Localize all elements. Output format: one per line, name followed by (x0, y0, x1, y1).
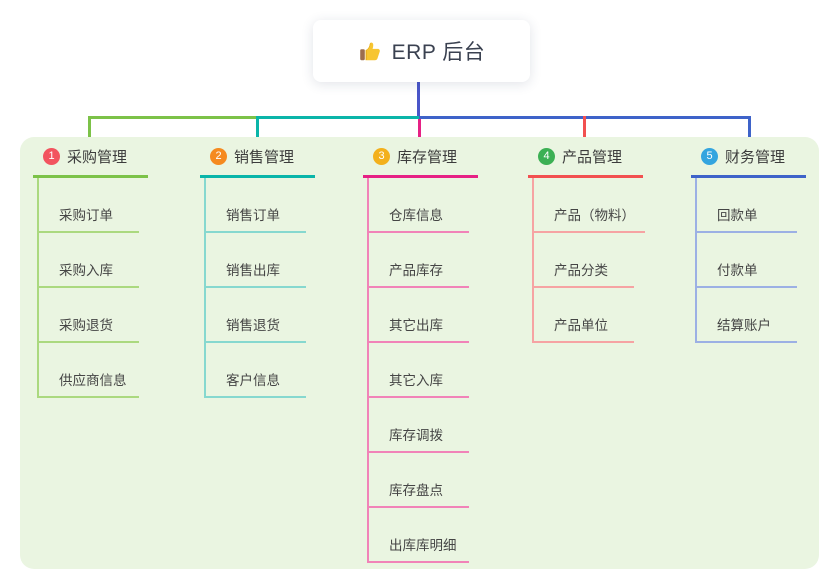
branch-header-sales[interactable]: 2 销售管理 (200, 146, 315, 178)
branch-drop-line-4 (583, 116, 586, 150)
child-node[interactable]: 采购入库 (39, 233, 139, 288)
branch-number-badge: 2 (210, 148, 227, 165)
branch-header-purchase[interactable]: 1 采购管理 (33, 146, 148, 178)
root-connector-line (417, 82, 420, 119)
branch-children: 采购订单 采购入库 采购退货 供应商信息 (37, 178, 139, 398)
branch-header-inventory[interactable]: 3 库存管理 (363, 146, 478, 178)
branch-label: 库存管理 (397, 149, 458, 166)
branch-label: 财务管理 (725, 149, 786, 166)
child-node[interactable]: 客户信息 (206, 343, 306, 398)
branch-drop-line-1 (88, 116, 91, 150)
child-node[interactable]: 仓库信息 (369, 178, 469, 233)
child-node[interactable]: 库存调拨 (369, 398, 469, 453)
branch-children: 销售订单 销售出库 销售退货 客户信息 (204, 178, 306, 398)
child-node[interactable]: 供应商信息 (39, 343, 139, 398)
branch-purchase: 1 采购管理 采购订单 采购入库 采购退货 供应商信息 (33, 146, 148, 398)
branch-inventory: 3 库存管理 仓库信息 产品库存 其它出库 其它入库 库存调拨 库存盘点 出库库… (363, 146, 478, 563)
branch-children: 产品（物料） 产品分类 产品单位 (532, 178, 645, 343)
child-node[interactable]: 产品（物料） (534, 178, 645, 233)
root-node[interactable]: ERP 后台 (313, 20, 530, 82)
child-node[interactable]: 结算账户 (697, 288, 797, 343)
branch-number-badge: 5 (701, 148, 718, 165)
branch-label: 采购管理 (67, 149, 128, 166)
branch-sales: 2 销售管理 销售订单 销售出库 销售退货 客户信息 (200, 146, 315, 398)
child-node[interactable]: 付款单 (697, 233, 797, 288)
branch-product: 4 产品管理 产品（物料） 产品分类 产品单位 (528, 146, 645, 343)
branch-number-badge: 1 (43, 148, 60, 165)
child-node[interactable]: 其它入库 (369, 343, 469, 398)
branch-drop-line-2 (256, 116, 259, 150)
child-node[interactable]: 产品单位 (534, 288, 634, 343)
branch-header-product[interactable]: 4 产品管理 (528, 146, 643, 178)
branch-label: 销售管理 (234, 149, 295, 166)
child-node[interactable]: 采购退货 (39, 288, 139, 343)
child-node[interactable]: 采购订单 (39, 178, 139, 233)
child-node[interactable]: 产品库存 (369, 233, 469, 288)
child-node[interactable]: 产品分类 (534, 233, 634, 288)
child-node[interactable]: 销售出库 (206, 233, 306, 288)
branch-children: 回款单 付款单 结算账户 (695, 178, 797, 343)
branch-finance: 5 财务管理 回款单 付款单 结算账户 (691, 146, 806, 343)
branch-number-badge: 4 (538, 148, 555, 165)
branch-children: 仓库信息 产品库存 其它出库 其它入库 库存调拨 库存盘点 出库库明细 (367, 178, 469, 563)
branch-drop-line-3 (418, 119, 421, 150)
root-title: ERP 后台 (391, 41, 486, 64)
connector-segment-green (88, 116, 259, 119)
branches-panel (20, 137, 819, 569)
branch-label: 产品管理 (562, 149, 623, 166)
branch-drop-line-5 (748, 116, 751, 150)
child-node[interactable]: 库存盘点 (369, 453, 469, 508)
child-node[interactable]: 出库库明细 (369, 508, 469, 563)
branch-number-badge: 3 (373, 148, 390, 165)
child-node[interactable]: 其它出库 (369, 288, 469, 343)
child-node[interactable]: 销售订单 (206, 178, 306, 233)
thumbs-up-icon (359, 42, 380, 61)
child-node[interactable]: 回款单 (697, 178, 797, 233)
branch-header-finance[interactable]: 5 财务管理 (691, 146, 806, 178)
child-node[interactable]: 销售退货 (206, 288, 306, 343)
connector-segment-teal (257, 116, 420, 119)
